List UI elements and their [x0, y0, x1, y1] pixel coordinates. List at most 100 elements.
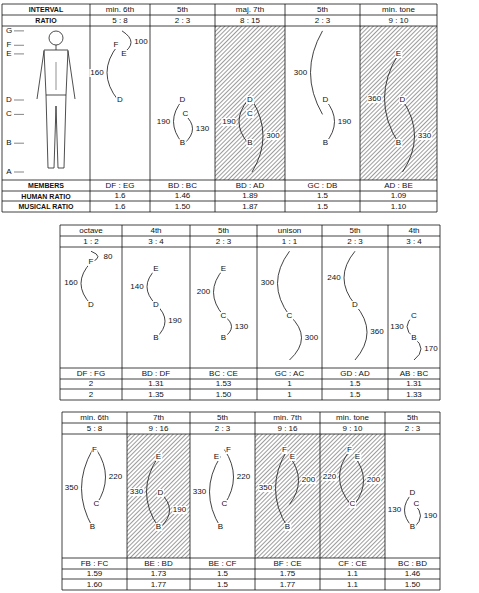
grid-line — [2, 15, 437, 16]
length-number: 300 — [265, 132, 280, 140]
grid-line — [60, 236, 440, 237]
cell-text: 1.89 — [242, 192, 258, 200]
cell-text: 1.09 — [391, 192, 407, 200]
cell-text: 5th — [317, 6, 328, 14]
musical-ratio-cell: 1.87 — [215, 201, 285, 212]
point-letter: C — [93, 500, 101, 508]
hatched-area — [320, 434, 385, 558]
grid-line — [60, 389, 440, 390]
row-heading: MEMBERS — [2, 180, 90, 191]
interval-name: unison — [257, 225, 322, 236]
grid-line — [285, 4, 286, 212]
point-letter: D — [179, 96, 187, 104]
measure-arc — [355, 305, 367, 361]
grid-line — [62, 558, 440, 559]
point-letter: B — [179, 139, 186, 147]
point-letter: E — [120, 50, 127, 58]
grid-line — [2, 4, 437, 5]
interval-ratio: 2 : 3 — [385, 423, 440, 434]
cell-text: 1.5 — [349, 380, 360, 388]
cell-text: 1.60 — [87, 581, 103, 589]
cell-text: 9 : 10 — [342, 425, 362, 433]
interval-name: 5th — [285, 4, 360, 15]
cell-text: 1 : 1 — [282, 238, 298, 246]
level-letter: E — [5, 50, 12, 58]
cell-text: 1.5 — [349, 391, 360, 399]
cell-text: 5th — [407, 414, 418, 422]
length-number: 170 — [423, 345, 438, 353]
cell-text: GC : DB — [308, 182, 338, 190]
hatched-area — [215, 26, 285, 180]
cell-text: 8 : 15 — [240, 17, 260, 25]
grid-line — [440, 412, 441, 590]
cell-text: 1.5 — [317, 203, 328, 211]
measure-arc — [340, 450, 351, 505]
point-letter: C — [221, 500, 229, 508]
cell-text: min. 6th — [80, 414, 108, 422]
cell-text: BC : BD — [398, 560, 427, 568]
point-letter: B — [410, 334, 417, 342]
cell-text: min. 7th — [273, 414, 301, 422]
members-cell: AB : BC — [388, 368, 440, 379]
interval-name: min. 6th — [90, 4, 150, 15]
cell-text: 1.6 — [114, 192, 125, 200]
measure-arc — [82, 450, 93, 528]
point-letter: E — [220, 265, 227, 273]
members-cell: DF : EG — [90, 180, 150, 191]
level-tick — [14, 100, 24, 101]
point-letter: E — [395, 50, 402, 58]
measure-arc — [174, 100, 183, 143]
figure-neck — [56, 45, 57, 50]
interval-ratio: 1 : 1 — [257, 236, 322, 247]
grid-line — [215, 4, 216, 212]
cell-text: 1.5 — [217, 581, 228, 589]
measure-arc — [278, 251, 290, 315]
measure-arc — [214, 269, 224, 316]
cell-text: 1.46 — [405, 570, 421, 578]
grid-line — [62, 590, 440, 591]
interval-ratio: 2 : 3 — [150, 15, 215, 26]
grid-line — [190, 412, 191, 590]
musical-ratio-cell: 1.50 — [150, 201, 215, 212]
human-ratio-cell: 1.31 — [122, 379, 190, 389]
grid-line — [2, 180, 437, 181]
grid-line — [62, 412, 440, 413]
point-letter: B — [395, 139, 402, 147]
cell-text: BD : DF — [142, 370, 170, 378]
cell-text: 7th — [153, 414, 164, 422]
interval-name: min. 6th — [62, 412, 127, 423]
members-cell: FB : FC — [62, 558, 127, 569]
measure-arc — [276, 450, 288, 528]
interval-name: min. tone — [360, 4, 437, 15]
cell-text: 1 — [287, 391, 291, 399]
length-number: 190 — [221, 118, 236, 126]
length-number: 100 — [133, 38, 148, 46]
point-letter: D — [409, 489, 417, 497]
interval-ratio: 3 : 4 — [122, 236, 190, 247]
length-number: 190 — [423, 512, 438, 520]
grid-line — [150, 4, 151, 212]
point-letter: D — [152, 301, 160, 309]
level-tick — [14, 30, 24, 31]
cell-text: RATIO — [35, 17, 56, 24]
hatched-area — [255, 434, 320, 558]
cell-text: 2 : 3 — [347, 238, 363, 246]
measure-arc — [344, 251, 355, 304]
cell-text: 1.33 — [406, 391, 422, 399]
measure-arc — [81, 262, 91, 304]
hatched-area — [127, 434, 190, 558]
grid-line — [440, 225, 441, 400]
point-letter: D — [322, 96, 330, 104]
human-figure — [37, 31, 75, 168]
cell-text: 1.5 — [317, 192, 328, 200]
length-number: 330 — [192, 488, 207, 496]
human-ratio-cell: 1.5 — [322, 379, 388, 389]
row-heading: HUMAN RATIO — [2, 191, 90, 201]
point-letter: D — [116, 96, 124, 104]
musical-ratio-cell: 1.33 — [388, 389, 440, 400]
grid-line — [257, 225, 258, 400]
grid-line — [2, 201, 437, 202]
point-letter: F — [88, 258, 95, 266]
cell-text: BD : BC — [168, 182, 197, 190]
